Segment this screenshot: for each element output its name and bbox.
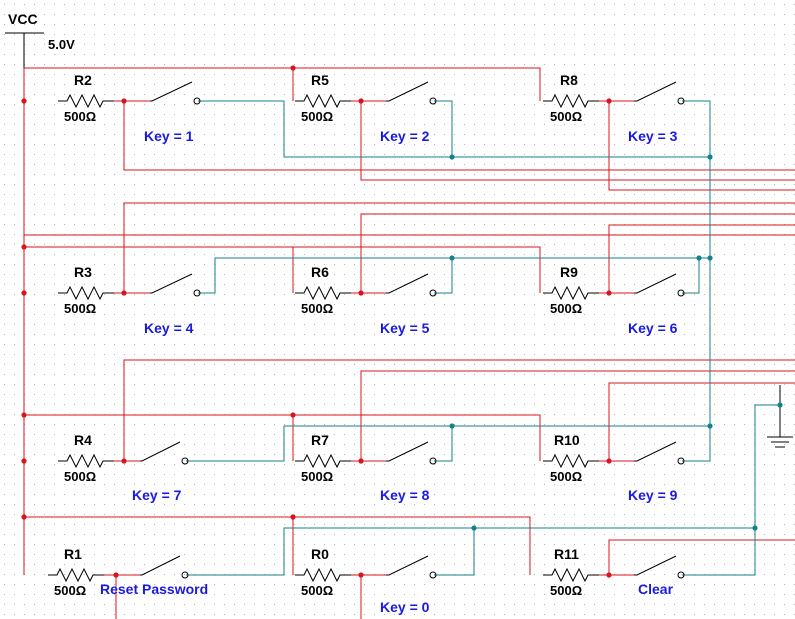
resistor-ref-label: R10 <box>554 432 580 448</box>
resistor-value-label: 500Ω <box>550 469 582 484</box>
resistor-value-label: 500Ω <box>64 301 96 316</box>
junction-dot <box>707 255 713 261</box>
key-label: Key = 3 <box>628 128 678 144</box>
junction-dot <box>21 290 27 296</box>
resistor-value-label: 500Ω <box>301 301 333 316</box>
junction-dot <box>777 402 783 408</box>
junction-dot <box>449 255 455 261</box>
resistor-value-label: 500Ω <box>301 109 333 124</box>
resistor-ref-label: R8 <box>560 72 578 88</box>
component-r2[interactable] <box>58 81 201 109</box>
component-r9[interactable] <box>543 273 685 301</box>
resistor-value-label: 500Ω <box>550 301 582 316</box>
signal-wires <box>186 100 780 576</box>
resistor-ref-label: R1 <box>64 546 82 562</box>
component-r3[interactable] <box>58 273 201 301</box>
resistor-ref-label: R3 <box>74 264 92 280</box>
component-r1[interactable] <box>48 555 189 583</box>
junction-dot <box>21 458 27 464</box>
junction-dot <box>696 255 702 261</box>
component-r4[interactable] <box>58 441 189 469</box>
junction-dot <box>707 423 713 429</box>
resistor-ref-label: R6 <box>311 264 329 280</box>
resistor-ref-label: R11 <box>554 546 579 562</box>
resistor-ref-label: R0 <box>311 546 329 562</box>
junction-dot <box>752 525 758 531</box>
component-r11[interactable] <box>543 555 685 583</box>
vcc-voltage: 5.0V <box>48 37 75 52</box>
junction-dot <box>290 514 296 520</box>
resistor-value-label: 500Ω <box>301 583 333 598</box>
resistor-value-label: 500Ω <box>64 469 96 484</box>
junction-dot <box>290 65 296 71</box>
resistor-ref-label: R9 <box>560 264 578 280</box>
key-label: Key = 0 <box>380 599 430 615</box>
junction-dot <box>449 154 455 160</box>
component-r0[interactable] <box>295 555 437 583</box>
key-label: Reset Password <box>100 581 208 597</box>
component-r6[interactable] <box>295 273 437 301</box>
component-r8[interactable] <box>543 81 685 109</box>
junction-dot <box>21 244 27 250</box>
resistor-ref-label: R7 <box>311 432 329 448</box>
vcc-symbol[interactable] <box>5 32 44 68</box>
component-r10[interactable] <box>543 441 685 469</box>
resistor-value-label: 500Ω <box>550 109 582 124</box>
key-label: Key = 2 <box>380 128 430 144</box>
key-label: Clear <box>638 581 674 597</box>
key-label: Key = 8 <box>380 487 430 503</box>
junction-dot <box>707 154 713 160</box>
component-r5[interactable] <box>295 81 437 109</box>
key-label: Key = 6 <box>628 320 678 336</box>
power-wires <box>23 67 795 619</box>
component-r7[interactable] <box>295 441 437 469</box>
resistor-value-label: 500Ω <box>54 583 86 598</box>
key-label: Key = 9 <box>628 487 678 503</box>
junction-dot <box>21 98 27 104</box>
key-label: Key = 7 <box>132 487 182 503</box>
resistor-value-label: 500Ω <box>550 583 582 598</box>
resistor-value-label: 500Ω <box>301 469 333 484</box>
junction-dot <box>290 412 296 418</box>
key-label: Key = 4 <box>144 320 194 336</box>
junction-dot <box>21 514 27 520</box>
resistor-ref-label: R5 <box>311 72 329 88</box>
resistor-value-label: 500Ω <box>64 109 96 124</box>
junction-dot <box>449 423 455 429</box>
junction-dot <box>21 412 27 418</box>
key-label: Key = 5 <box>380 320 430 336</box>
ground-symbol[interactable] <box>767 385 793 448</box>
junction-dot <box>471 525 477 531</box>
vcc-label: VCC <box>8 11 38 27</box>
resistor-ref-label: R2 <box>74 72 92 88</box>
key-label: Key = 1 <box>144 128 194 144</box>
resistor-ref-label: R4 <box>74 432 92 448</box>
